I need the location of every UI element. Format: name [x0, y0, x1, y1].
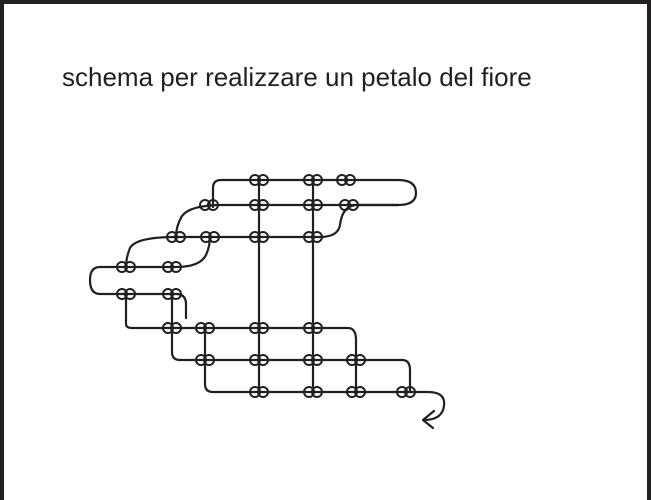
knot: [303, 199, 323, 211]
knot: [199, 199, 219, 211]
knot: [249, 199, 269, 211]
knot: [249, 174, 269, 186]
diagram-title: schema per realizzare un petalo del fior…: [62, 62, 532, 92]
cord-left-loop: [88, 265, 188, 320]
cord-bottom-row-1: [170, 326, 358, 394]
knot: [116, 288, 136, 300]
knot: [346, 386, 366, 398]
knot: [336, 174, 356, 186]
knot: [346, 354, 366, 366]
knot: [200, 231, 220, 243]
knot: [249, 322, 269, 334]
knot: [249, 231, 269, 243]
cord-end-arrowhead: [421, 409, 436, 430]
knot: [195, 322, 215, 334]
knot: [339, 199, 359, 211]
knot: [116, 261, 136, 273]
knot: [195, 354, 215, 366]
knot: [303, 354, 323, 366]
cord-top-row-1: [211, 178, 418, 209]
knot: [396, 386, 416, 398]
knot: [303, 231, 323, 243]
knot: [166, 231, 186, 243]
knot: [303, 322, 323, 334]
cord-left-vertical-1: [124, 292, 174, 330]
cord-bottom-row-2: [358, 358, 412, 394]
knot: [249, 386, 269, 398]
cord-top-row-3: [124, 235, 212, 269]
knot: [162, 261, 182, 273]
knot: [249, 354, 269, 366]
cord-left-vertical-2: [170, 292, 362, 362]
knot: [303, 174, 323, 186]
cord-end-tail: [398, 390, 446, 422]
cord-left-vertical-3: [203, 326, 402, 394]
knot: [303, 386, 323, 398]
cord-top-row-2: [174, 203, 400, 239]
knot: [162, 288, 182, 300]
knot: [162, 322, 182, 334]
